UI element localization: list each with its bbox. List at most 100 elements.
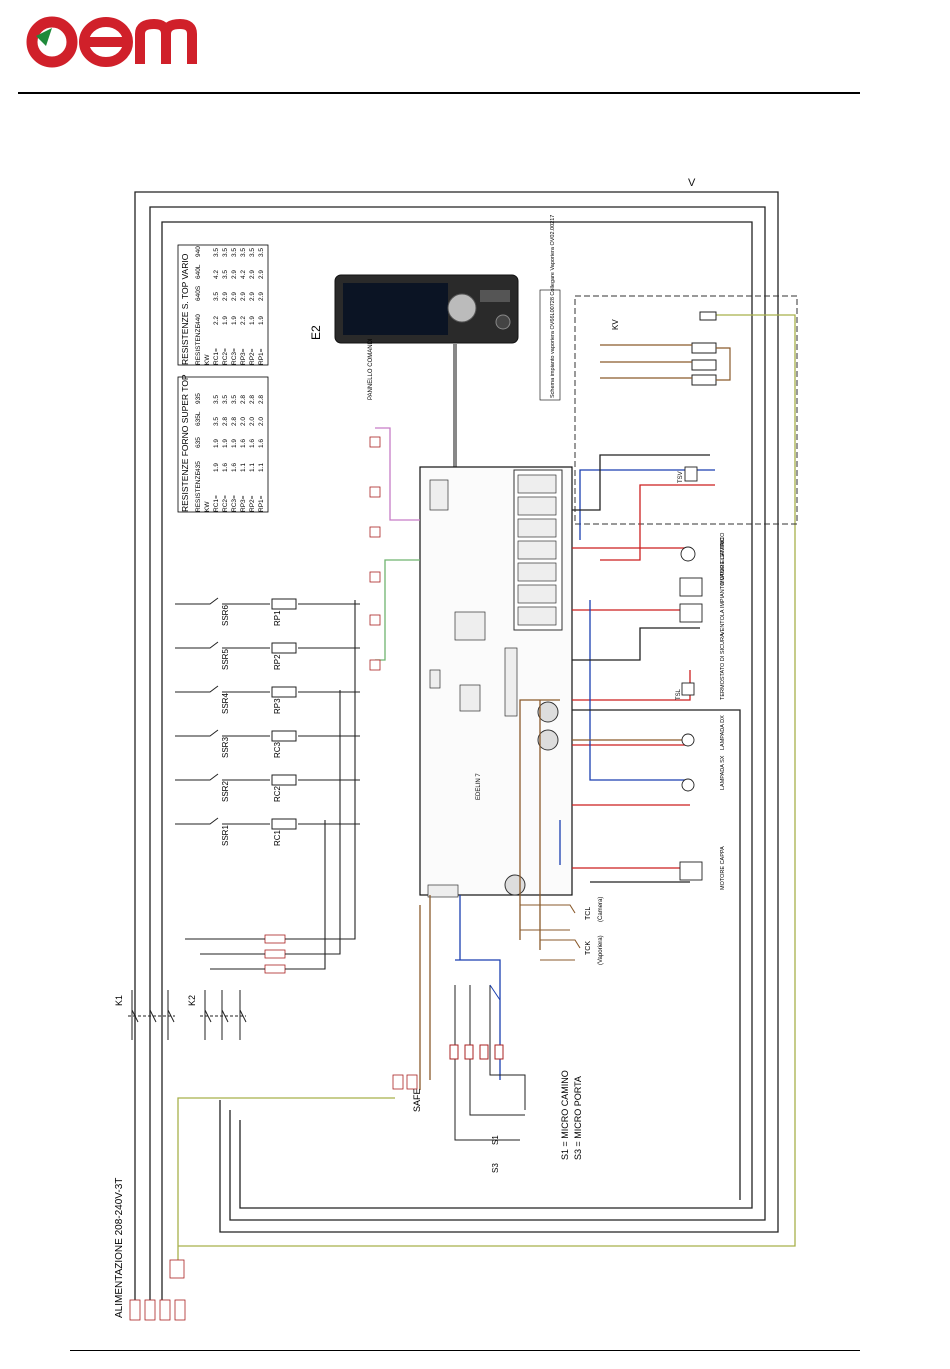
table-super-top-header-cell: RESISTENZE <box>195 471 202 512</box>
table-super-top-cell: RP1= <box>258 495 265 512</box>
table-super-top-cell: 1.6 <box>222 463 229 472</box>
table-super-top-header-cell: 635 <box>195 437 202 448</box>
ssr-wire <box>175 817 360 825</box>
ssr-label: SSR6 <box>221 605 230 626</box>
table-super-top-cell: 1.9 <box>231 439 238 448</box>
table-super-top-cell: RP3= <box>240 495 247 512</box>
resistor-label: RP3 <box>273 698 282 714</box>
tcl-desc: (Camera) <box>598 897 604 922</box>
table-top-vario-cell: 2.2 <box>240 316 247 325</box>
loads <box>679 466 703 881</box>
table-top-vario-title: RESISTENZE S. TOP VARIO <box>180 253 190 365</box>
oem-logo: oem <box>26 16 197 68</box>
e2-label: E2 <box>309 325 323 340</box>
legend-s1: S1 = MICRO CAMINO <box>560 1070 570 1160</box>
table-super-top-cell: 2.8 <box>258 395 265 404</box>
lampada-dx-label: LAMPADA DX <box>720 715 726 750</box>
table-super-top-cell: 1.1 <box>240 463 247 472</box>
safe-label: SAFE <box>412 1088 422 1112</box>
table-top-vario-header-cell: 940 <box>195 246 202 257</box>
table-top-vario-cell: KW <box>204 354 211 365</box>
table-top-vario-cell: 3.5 <box>249 248 256 257</box>
table-super-top-cell: 2.0 <box>249 417 256 426</box>
table-super-top-cell: KW <box>204 501 211 512</box>
table-top-vario-header-cell: 640L <box>195 264 202 279</box>
lamp-icon-2 <box>681 778 695 792</box>
table-super-top-cell: 2.0 <box>258 417 265 426</box>
termostato-label: TERMOSTATO DI SICURA <box>720 633 726 700</box>
table-top-vario-cell: 1.9 <box>258 316 265 325</box>
ssr-label: SSR4 <box>221 693 230 714</box>
tsv-box <box>684 466 698 482</box>
resistor-label: RP2 <box>273 654 282 670</box>
table-super-top-header-cell: 935 <box>195 393 202 404</box>
frame-wires <box>134 191 779 1320</box>
table-top-vario-header-cell: 640S <box>195 285 202 301</box>
vapor-dashed-box <box>574 295 798 525</box>
table-top-vario-cell: 3.5 <box>240 248 247 257</box>
table-top-vario-cell: RC3= <box>231 348 238 365</box>
control-knob-icon <box>447 293 477 323</box>
ssr-wire <box>175 685 360 693</box>
table-top-vario-cell: 3.5 <box>222 248 229 257</box>
table-top-vario-cell: RP1= <box>258 348 265 365</box>
ssr-wire <box>175 641 360 649</box>
k1-label: K1 <box>114 995 124 1006</box>
table-top-vario-cell: 2.9 <box>231 292 238 301</box>
resistor-symbol <box>271 818 297 830</box>
table-super-top-cell: RP2= <box>249 495 256 512</box>
table-top-vario-cell: 4.2 <box>213 270 220 279</box>
table-super-top-cell: 2.0 <box>240 417 247 426</box>
ground-wire <box>177 314 796 1265</box>
table-super-top-cell: 3.5 <box>231 395 238 404</box>
panel-label: PANNELLO COMANDI <box>368 338 374 400</box>
table-top-vario-cell: 2.9 <box>258 292 265 301</box>
tcl-label: TCL <box>585 907 592 920</box>
table-super-top-cell: 1.9 <box>213 439 220 448</box>
table-super-top-cell: 1.1 <box>249 463 256 472</box>
hood-motor-icon <box>679 861 703 881</box>
table-super-top-cell: 1.6 <box>249 439 256 448</box>
resistor-symbol <box>271 686 297 698</box>
safe-terminals <box>392 1074 418 1090</box>
table-top-vario-cell: 2.9 <box>258 270 265 279</box>
ssr-label: SSR2 <box>221 781 230 802</box>
resistor-symbol <box>271 642 297 654</box>
contactor-k2 <box>200 990 247 1040</box>
table-super-top-cell: 1.6 <box>231 463 238 472</box>
power-supply-label: ALIMENTAZIONE 208-240V-3T <box>114 1178 125 1318</box>
table-top-vario-cell: RC2= <box>222 348 229 365</box>
table-top-vario-cell: RP2= <box>249 348 256 365</box>
board-label: EDELIN 7 <box>476 773 482 800</box>
table-top-vario-cell: 2.9 <box>249 270 256 279</box>
tck-desc: (Vaporiera) <box>598 935 604 965</box>
table-super-top: RESISTENZE FORNO SUPER TOP RESISTENZE435… <box>177 374 269 513</box>
ssr-wire <box>175 773 360 781</box>
lamp-icon <box>681 733 695 747</box>
resistor-label: RC1 <box>273 829 282 846</box>
table-super-top-cell: RC3= <box>231 495 238 512</box>
k-terminals <box>264 934 286 974</box>
footer-rule <box>70 1350 860 1351</box>
ventola-label: VENTOLA IMPIANTO VANO ELETTRICO <box>720 532 726 635</box>
s1-label: S1 <box>491 1135 500 1145</box>
resistor-symbol <box>271 774 297 786</box>
table-super-top-cell: 2.8 <box>249 395 256 404</box>
ssr-label: SSR1 <box>221 825 230 846</box>
vapor-note-text: Schema impianto vaporiera OV66L00728 Col… <box>550 215 556 398</box>
table-top-vario-cell: 2.9 <box>249 292 256 301</box>
tsl-box <box>681 682 695 696</box>
table-super-top-cell: 1.9 <box>222 439 229 448</box>
ssr-label: SSR3 <box>221 737 230 758</box>
table-super-top-cell: 2.8 <box>222 417 229 426</box>
table-super-top-cell: 2.8 <box>240 395 247 404</box>
table-top-vario-cell: 1.9 <box>249 316 256 325</box>
tsl-label: TSL <box>676 688 682 700</box>
motore-cappa-label: MOTORE CAPPA <box>720 846 726 890</box>
fan-icon <box>679 577 703 597</box>
table-top-vario-cell: 2.2 <box>213 316 220 325</box>
resistor-symbol <box>271 730 297 742</box>
table-top-vario-cell: 1.9 <box>222 316 229 325</box>
